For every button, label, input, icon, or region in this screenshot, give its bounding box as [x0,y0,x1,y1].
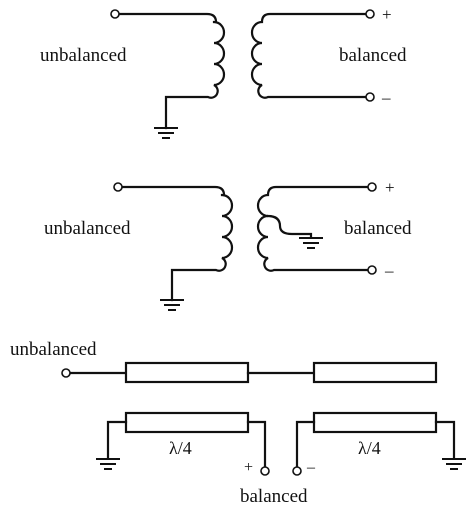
minus-sign: – [384,261,394,280]
plus-sign: + [385,178,395,197]
lambda-quarter-label: λ/4 [358,438,381,458]
secondary-coil-2 [256,185,370,272]
stub-left-ground-wire [106,420,128,460]
center-tap-wire [266,214,313,239]
ground-symbol [298,237,324,249]
lambda-quarter-label: λ/4 [169,438,192,458]
plus-sign: + [382,5,392,24]
minus-terminal [292,466,302,476]
balanced-label: balanced [339,45,407,66]
plus-terminal [367,182,377,192]
ground-symbol [95,458,121,470]
ground-symbol [153,127,179,139]
transformer-balun-2: unbalanced balanced + – [44,178,412,311]
minus-sign: – [306,459,316,476]
plus-sign: + [244,459,253,476]
input-terminal [110,9,120,19]
unbalanced-label: unbalanced [40,45,127,66]
balanced-label: balanced [344,218,412,239]
primary-input-wire [120,185,226,197]
balanced-label: balanced [240,486,308,507]
coaxial-balun: unbalanced λ/4 λ/4 + – balanced [10,339,467,507]
plus-terminal [365,9,375,19]
quarter-wave-stub-left [124,411,250,434]
ground-symbol [159,299,185,311]
transformer-balun-1: unbalanced balanced + – [40,5,407,139]
primary-coil-1 [164,20,226,130]
stub-right-ground-wire [434,420,456,460]
unbalanced-label: unbalanced [10,339,97,360]
unbalanced-label: unbalanced [44,218,131,239]
input-terminal [113,182,123,192]
stub-left-output-wire [246,420,267,469]
primary-input-wire [117,12,218,24]
primary-coil-2 [170,193,234,302]
transmission-line-right [312,361,438,384]
secondary-coil-1 [250,12,368,99]
stub-right-output-wire [295,420,316,469]
input-terminal [61,368,71,378]
transmission-line-left [124,361,250,384]
minus-sign: – [381,88,391,107]
ground-symbol [441,458,467,470]
quarter-wave-stub-right [312,411,438,434]
plus-terminal [260,466,270,476]
minus-terminal [367,265,377,275]
minus-terminal [365,92,375,102]
